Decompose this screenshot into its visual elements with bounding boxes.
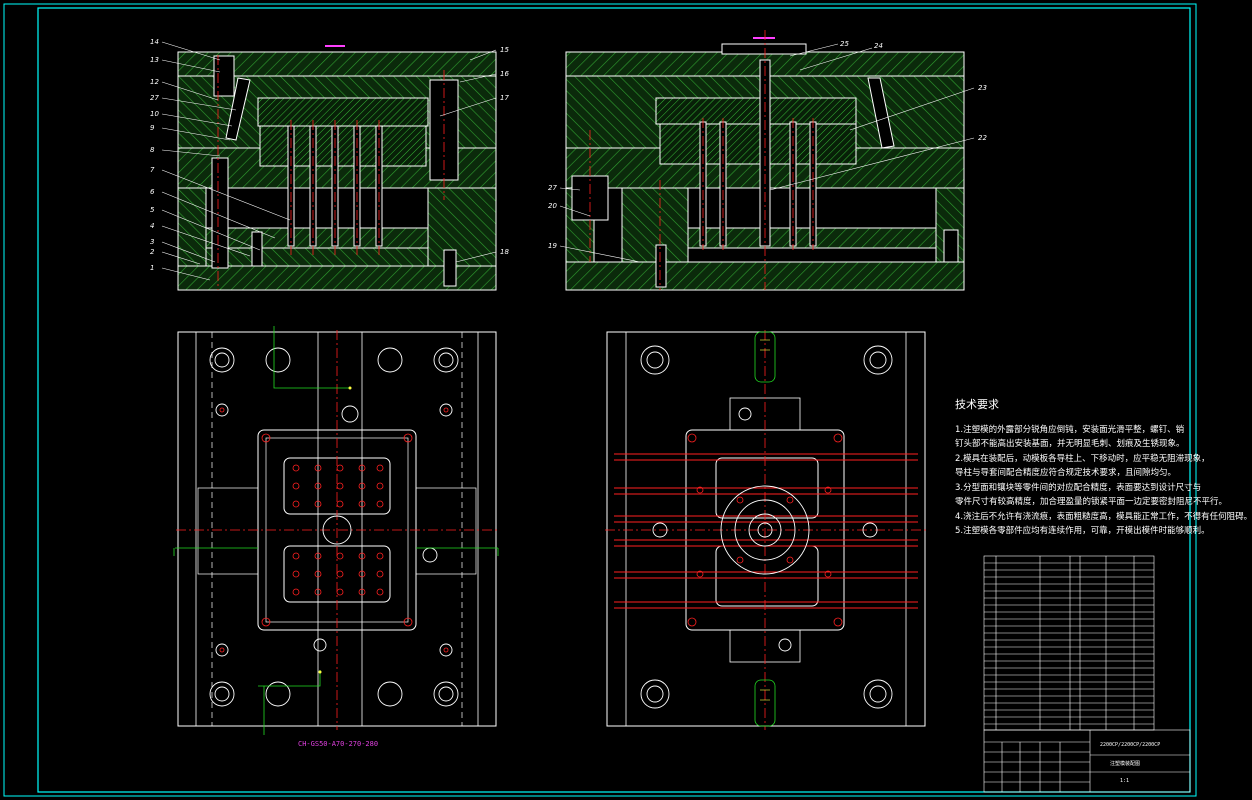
plan-view-fixed-half — [605, 330, 927, 730]
drawing-frame — [3, 3, 1197, 797]
callout-1: 1 — [150, 264, 154, 272]
callout-3: 3 — [150, 238, 154, 246]
callout-19: 19 — [548, 242, 557, 250]
mold-assembly-drawing: 14 13 12 27 10 9 8 7 6 5 4 3 2 1 15 16 1… — [3, 3, 1197, 797]
tech-line-3: 2.模具在装配后，动模板各导柱上、下移动时，应平稳无阻滞现象， — [955, 453, 1210, 464]
titleblock-name: 注塑模装配图 — [1110, 761, 1141, 767]
tech-line-2: 钉头部不能高出安装基面，并无明显毛刺、划痕及生锈现象。 — [955, 439, 1185, 449]
titleblock-scale: 1:1 — [1120, 778, 1130, 784]
tech-line-1: 1.注塑模的外露部分锐角应倒钝，安装面光滑平整，螺钉、销 — [955, 424, 1185, 435]
callout-2: 2 — [150, 248, 155, 256]
callout-23: 23 — [978, 84, 987, 92]
bill-of-materials-table — [983, 555, 1155, 731]
tech-line-6: 零件尺寸有较高精度，加合理盈量的锁紧平面一边定要密封阻尼不平行。 — [955, 497, 1228, 507]
technical-requirements: 技术要求 1.注塑模的外露部分锐角应倒钝，安装面光滑平整，螺钉、销 钉头部不能高… — [955, 398, 1252, 539]
callout-6: 6 — [150, 188, 155, 196]
callout-24: 24 — [874, 42, 883, 50]
section-view-right: 25 24 23 22 27 20 19 — [548, 30, 987, 291]
callout-5: 5 — [150, 206, 155, 214]
callout-16: 16 — [500, 70, 509, 78]
callout-22: 22 — [978, 134, 987, 142]
callout-18: 18 — [500, 248, 509, 256]
callout-12: 12 — [150, 78, 159, 86]
section-view-left: 14 13 12 27 10 9 8 7 6 5 4 3 2 1 15 16 1… — [150, 38, 509, 291]
plan-view-moving-half — [173, 326, 499, 735]
technical-requirements-title: 技术要求 — [955, 398, 999, 411]
callout-14: 14 — [150, 38, 159, 46]
callout-10: 10 — [150, 110, 159, 118]
callout-27-right: 27 — [548, 184, 557, 192]
tech-line-5: 3.分型面和镶块等零件间的对应配合精度，表面要达到设计尺寸与 — [955, 482, 1202, 493]
callout-17: 17 — [500, 94, 509, 102]
tech-line-4: 导柱与导套间配合精度应符合规定技术要求，且间隙均匀。 — [955, 468, 1177, 478]
callout-27: 27 — [150, 94, 159, 102]
part-number-label: CH-GS50-A70-270-280 — [298, 740, 379, 748]
tech-line-8: 5.注塑模各零部件应均有连续作用，可靠，开模出模件时能够顺利。 — [955, 526, 1210, 536]
tech-line-7: 4.浇注后不允许有浇流痕，表面粗糙度高，模具能正常工作，不得有任何阻碍。 — [955, 511, 1252, 522]
callout-4: 4 — [150, 222, 154, 230]
callout-9: 9 — [150, 124, 155, 132]
callout-13: 13 — [150, 56, 159, 64]
title-block — [983, 729, 1191, 793]
callout-7: 7 — [150, 166, 155, 174]
callout-20: 20 — [548, 202, 557, 210]
titleblock-drawing-no: 2200CP/2200CP/2200CP — [1100, 742, 1161, 748]
callout-25: 25 — [840, 40, 849, 48]
callout-15: 15 — [500, 46, 509, 54]
callout-8: 8 — [150, 146, 155, 154]
